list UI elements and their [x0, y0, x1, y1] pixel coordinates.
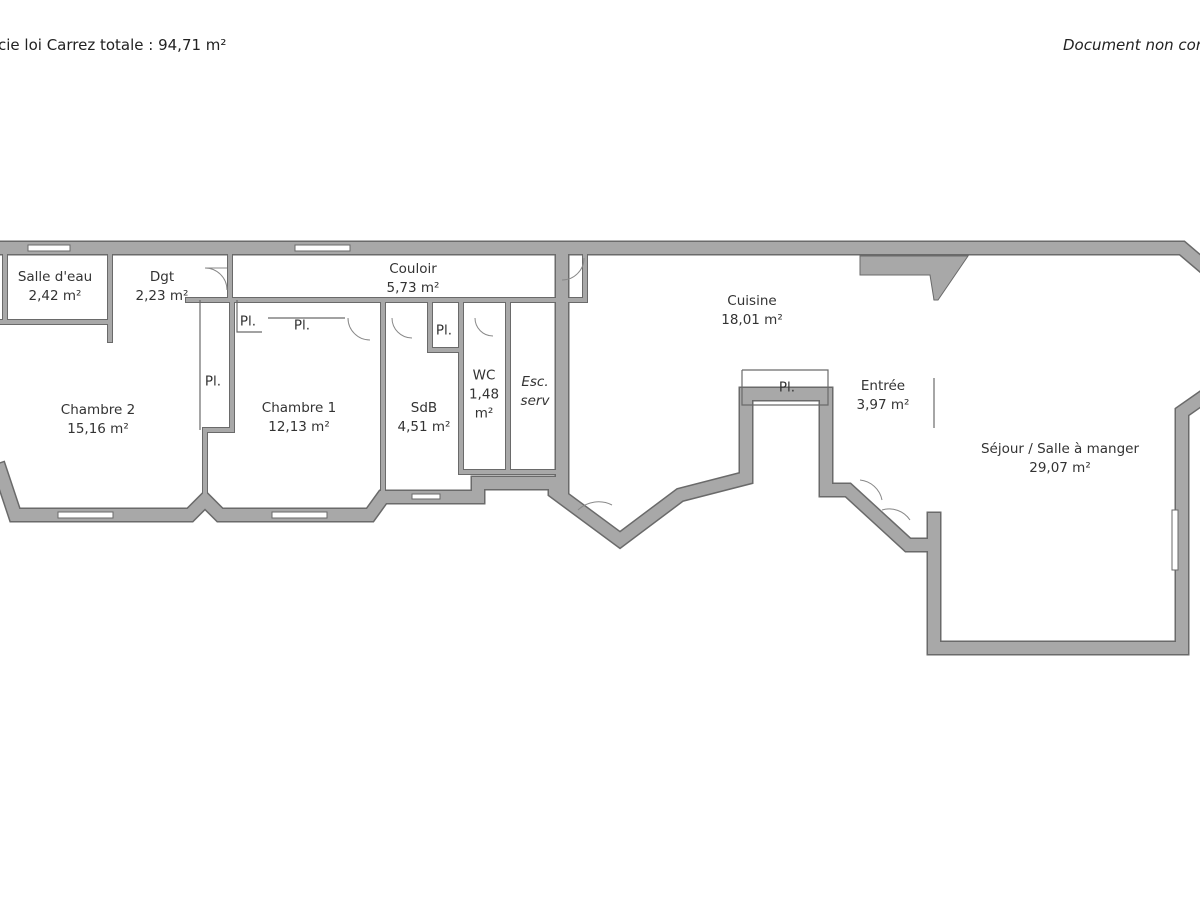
- closet-label: Pl.: [435, 322, 453, 339]
- interior-wall: [428, 298, 463, 352]
- exterior-wall: [928, 392, 1200, 654]
- closet-label: Pl.: [778, 379, 796, 396]
- window-icon: [57, 511, 114, 519]
- door-swing-icon: [561, 257, 585, 281]
- window-icon: [411, 493, 441, 500]
- window-icon: [294, 244, 351, 252]
- exterior-wall: [0, 242, 1200, 272]
- disclaimer-label: Document non cor: [1062, 36, 1200, 54]
- door-swing-icon: [474, 317, 494, 337]
- interior-wall: [506, 298, 562, 474]
- room-escalier-service: Esc.serv: [520, 374, 550, 409]
- closet-label: Pl.: [239, 313, 257, 330]
- exterior-wall: [0, 388, 940, 551]
- door-swing-icon: [859, 479, 883, 501]
- closet-label: Pl.: [293, 317, 311, 334]
- interior-wall-outline: [202, 297, 235, 503]
- closet-partition: [741, 369, 829, 406]
- door-swing-icon: [881, 508, 911, 521]
- door-swing-icon: [347, 317, 371, 341]
- interior-wall: [203, 298, 234, 502]
- window-icon: [271, 511, 328, 519]
- door-swing-icon: [204, 267, 228, 291]
- window-icon: [27, 244, 71, 252]
- window-icon: [1171, 509, 1179, 571]
- closet-partition: [236, 300, 262, 333]
- door-swing-icon: [391, 317, 413, 339]
- closet-label: Pl.: [204, 373, 222, 390]
- door-swing-icon: [577, 501, 613, 511]
- total-surface-label: cie loi Carrez totale : 94,71 m²: [0, 36, 227, 54]
- wall-notch: [859, 255, 969, 301]
- exterior-wall-outline: [926, 390, 1200, 656]
- interior-wall: [459, 298, 510, 474]
